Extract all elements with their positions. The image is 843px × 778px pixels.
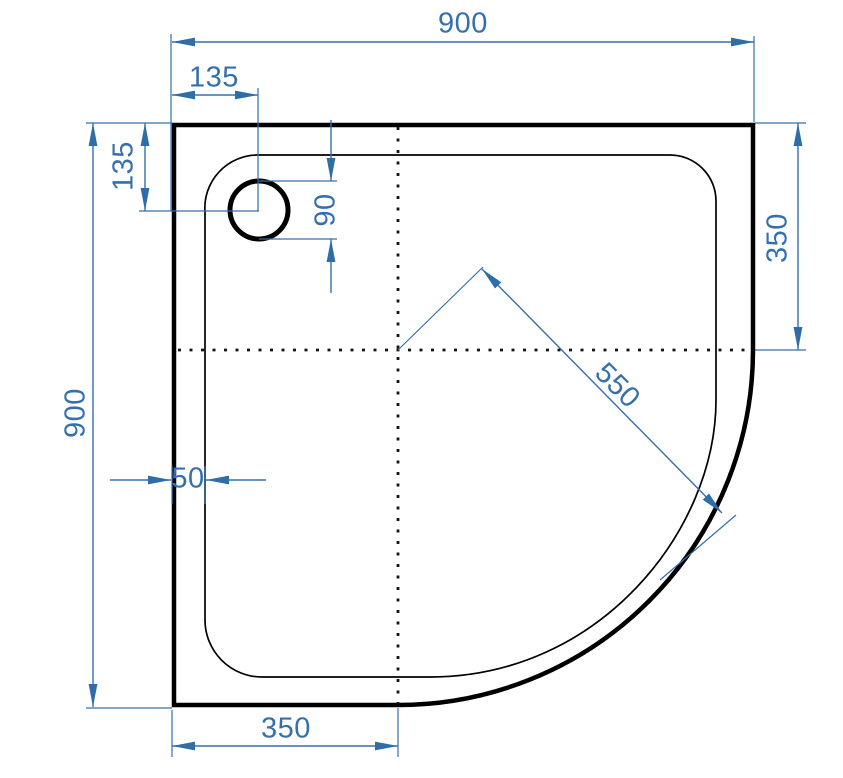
- dim-line-corner-radius: [481, 268, 723, 514]
- ext-arc-tangent-tick: [659, 514, 737, 581]
- dim-label-bottom-edge: 350: [261, 712, 311, 745]
- tray-inner-edge: [204, 154, 717, 678]
- tray-geometry: [171, 122, 756, 708]
- radius-leader-from-center: [397, 266, 484, 351]
- dim-label-overall-depth: 900: [59, 388, 92, 438]
- dim-label-drain-offset-top: 135: [107, 141, 140, 191]
- centerlines: [178, 127, 750, 704]
- dimension-lines: [88, 37, 803, 751]
- dim-label-drain-offset-left: 135: [189, 61, 239, 94]
- dim-label-drain-diameter: 90: [309, 193, 342, 227]
- extension-lines: [86, 34, 806, 757]
- dim-label-wall-inset: 50: [171, 462, 205, 495]
- dim-label-overall-width: 900: [438, 7, 488, 40]
- dim-label-right-edge: 350: [761, 213, 794, 263]
- drain-hole: [227, 178, 291, 242]
